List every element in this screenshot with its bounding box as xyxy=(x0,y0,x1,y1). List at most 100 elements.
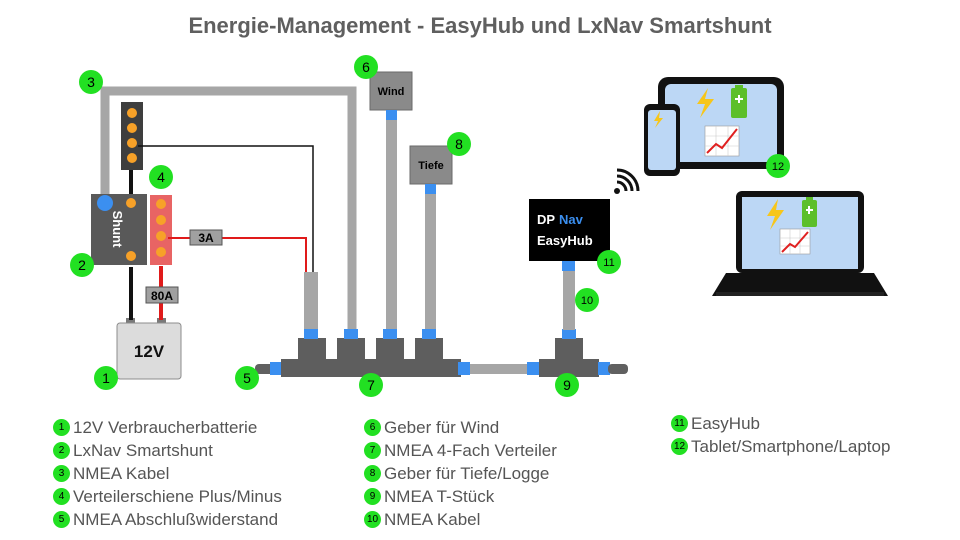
legend-text: NMEA Abschlußwiderstand xyxy=(73,509,279,529)
svg-text:4: 4 xyxy=(157,169,165,185)
marker-2: 2 xyxy=(70,253,94,277)
legend-text: Verteilerschiene Plus/Minus xyxy=(73,486,282,506)
fuse-80a: 80A xyxy=(145,286,179,304)
legend-number-badge: 2 xyxy=(53,442,70,459)
smartphone-device xyxy=(644,104,680,176)
lightning-icon xyxy=(767,199,784,230)
legend-number-badge: 8 xyxy=(364,465,381,482)
easyhub-brand-nav: Nav xyxy=(559,212,584,227)
legend-text: Tablet/Smartphone/Laptop xyxy=(691,436,891,456)
power-cable xyxy=(304,272,318,332)
svg-text:5: 5 xyxy=(243,370,251,386)
depth-sensor: Tiefe xyxy=(409,145,453,332)
marker-4: 4 xyxy=(149,165,173,189)
legend-text: EasyHub xyxy=(691,413,760,433)
svg-text:7: 7 xyxy=(367,377,375,393)
nmea-cable-3 xyxy=(100,86,357,330)
marker-9: 9 xyxy=(555,373,579,397)
legend-text: 12V Verbraucherbatterie xyxy=(73,417,258,437)
battery-label: 12V xyxy=(134,342,165,361)
nmea-cable-10 xyxy=(563,270,575,330)
battery-12v: 12V xyxy=(116,318,182,380)
marker-7: 7 xyxy=(359,373,383,397)
marker-10: 10 xyxy=(575,288,599,312)
shunt-label: Shunt xyxy=(110,211,125,248)
easyhub-brand-dp: DP xyxy=(537,212,555,227)
wind-label: Wind xyxy=(378,86,405,98)
svg-text:10: 10 xyxy=(581,295,593,307)
shunt-connector xyxy=(97,195,113,211)
legend-number-badge: 1 xyxy=(53,419,70,436)
nmea-4way-distributor xyxy=(281,329,470,377)
lightning-icon xyxy=(697,88,714,118)
marker-12: 12 xyxy=(766,154,790,178)
fuse-80a-label: 80A xyxy=(151,289,173,303)
legend-number-badge: 9 xyxy=(364,488,381,505)
marker-11: 11 xyxy=(597,250,621,274)
marker-8: 8 xyxy=(447,132,471,156)
plus-bus-bar xyxy=(150,195,172,265)
svg-text:11: 11 xyxy=(603,257,614,269)
legend-text: NMEA Kabel xyxy=(73,463,170,483)
svg-text:1: 1 xyxy=(102,370,110,386)
svg-text:9: 9 xyxy=(563,377,571,393)
wind-sensor: Wind xyxy=(369,71,413,332)
legend-number-badge: 7 xyxy=(364,442,381,459)
backbone-cable xyxy=(470,364,528,374)
legend-text: LxNav Smartshunt xyxy=(73,440,213,460)
chart-icon xyxy=(779,228,811,255)
chart-icon xyxy=(704,125,740,157)
marker-1: 1 xyxy=(94,366,118,390)
easyhub-name: EasyHub xyxy=(537,233,593,248)
nmea-t-piece xyxy=(527,329,628,377)
legend-text: Geber für Tiefe/Logge xyxy=(384,463,550,483)
minus-bus-bar xyxy=(121,102,143,170)
legend-text: NMEA Kabel xyxy=(384,509,481,529)
svg-text:3: 3 xyxy=(87,74,95,90)
legend-number-badge: 10 xyxy=(364,511,381,528)
legend-number-badge: 4 xyxy=(53,488,70,505)
legend-number-badge: 6 xyxy=(364,419,381,436)
legend-number-badge: 12 xyxy=(671,438,688,455)
legend-number-badge: 5 xyxy=(53,511,70,528)
marker-3: 3 xyxy=(79,70,103,94)
nmea-minus-wire xyxy=(138,145,314,330)
fuse-3a: 3A xyxy=(189,229,223,246)
laptop-device xyxy=(712,191,888,296)
svg-text:12: 12 xyxy=(772,161,784,173)
legend-text: NMEA 4-Fach Verteiler xyxy=(384,440,557,460)
marker-5: 5 xyxy=(235,366,259,390)
svg-text:2: 2 xyxy=(78,257,86,273)
marker-6: 6 xyxy=(354,55,378,79)
svg-text:6: 6 xyxy=(362,59,370,75)
svg-text:8: 8 xyxy=(455,136,463,152)
depth-label: Tiefe xyxy=(418,160,443,172)
fuse-3a-label: 3A xyxy=(198,231,214,245)
easyhub-device: DP Nav EasyHub xyxy=(529,199,610,271)
fused-wire-b xyxy=(222,237,307,275)
battery-icon xyxy=(802,197,817,227)
legend-number-badge: 3 xyxy=(53,465,70,482)
lightning-icon xyxy=(654,111,663,128)
smartshunt: Shunt xyxy=(91,194,147,265)
legend-text: NMEA T-Stück xyxy=(384,486,495,506)
legend-number-badge: 11 xyxy=(671,415,688,432)
wifi-icon xyxy=(614,168,640,194)
battery-icon xyxy=(731,85,747,118)
nmea-terminator-left xyxy=(255,362,282,375)
